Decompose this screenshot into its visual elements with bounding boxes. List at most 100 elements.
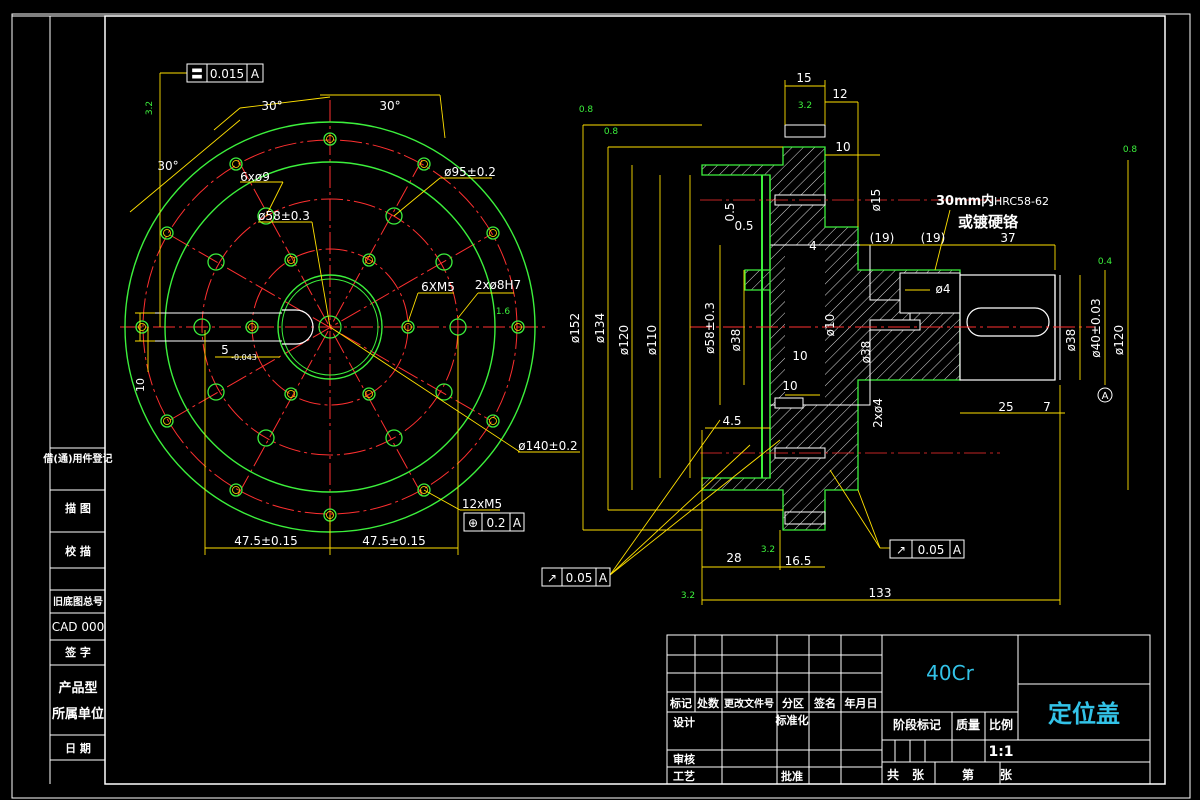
header-mark: 标记: [669, 696, 692, 710]
dim-7: 7: [1043, 400, 1051, 414]
strip-row-6: 签 字: [64, 645, 91, 659]
sheet-border: [11, 13, 1191, 799]
dim-05b: 0.5: [734, 219, 753, 233]
flatness-datum: A: [251, 67, 260, 81]
strip-row-5: CAD 000: [52, 620, 105, 634]
holes-12xm5: 12xM5: [462, 497, 502, 511]
header-sign: 签名: [813, 696, 836, 710]
left-strip: 借(通)用件登记 描 图 校 描 旧底图总号 CAD 000 签 字 产品型 所…: [12, 15, 113, 784]
dia-120a: ø120: [617, 325, 631, 355]
dim-left-47: 47.5±0.15: [234, 534, 298, 548]
angle-2: 30°: [379, 99, 400, 113]
position-value: 0.2: [486, 516, 505, 530]
section-body: [701, 146, 961, 531]
part-name: 定位盖: [1048, 700, 1120, 728]
angle-3: 30°: [157, 159, 178, 173]
holes-6x9: 6xø9: [240, 170, 270, 184]
dim-28: 28: [726, 551, 741, 565]
holes-2x8: 2xø8H7: [475, 278, 521, 292]
dim-19a: (19): [870, 231, 895, 245]
review-label: 审核: [673, 752, 695, 766]
runout-2-symbol: ↗: [896, 543, 906, 557]
dim-10c: 10: [782, 379, 797, 393]
note-line2: 或镀硬铬: [958, 213, 1019, 231]
dim-5-tol: -0.043: [231, 353, 257, 362]
roughness-08c: 0.8: [1123, 145, 1138, 155]
roughness-08a: 0.8: [579, 105, 594, 115]
roughness-2: 1.6: [496, 307, 511, 317]
runout-2-datum: A: [953, 543, 962, 557]
dia-120b: ø120: [1112, 325, 1126, 355]
roughness-32c: 3.2: [681, 591, 695, 601]
dia-152: ø152: [568, 313, 582, 343]
stage-mark-label: 阶段标记: [893, 717, 941, 732]
drawing-frame: [104, 15, 1166, 785]
dim-15: 15: [796, 71, 811, 85]
strip-row-8: 所属单位: [52, 706, 104, 722]
flatness-symbol: 〓: [191, 67, 203, 81]
standardize-label: 标准化: [775, 713, 809, 727]
dim-2x4: 2xø4: [871, 398, 885, 428]
note-line1-spec: HRC58-62: [994, 195, 1049, 208]
approve-label: 批准: [781, 769, 803, 783]
dia-58-section: ø58±0.3: [703, 302, 717, 354]
runout-1-datum: A: [599, 571, 608, 585]
holes-6xm5: 6XM5: [421, 280, 455, 294]
position-symbol: ⊕: [468, 516, 478, 530]
runout-1-symbol: ↗: [547, 571, 557, 585]
dia-95: ø95±0.2: [444, 165, 496, 179]
strip-row-4: 旧底图总号: [53, 595, 103, 608]
sheet-no-label: 第: [962, 767, 974, 782]
dim-45: 4.5: [722, 414, 741, 428]
dim-165: 16.5: [785, 554, 812, 568]
roughness-1: 3.2: [145, 101, 155, 115]
dim-133: 133: [869, 586, 892, 600]
dim-4: 4: [809, 239, 817, 253]
dia-134: ø134: [593, 313, 607, 343]
datum-a: A: [1102, 391, 1109, 402]
header-date: 年月日: [845, 696, 878, 710]
title-block-text: 标记 处数 更改文件号 分区 签名 年月日 设计 标准化 审核 工艺 批准 阶段…: [669, 661, 1120, 783]
runout-1-value: 0.05: [566, 571, 593, 585]
dia-38a: ø38: [729, 329, 743, 352]
dia-38b: ø38: [859, 341, 873, 364]
header-docno: 更改文件号: [724, 697, 774, 710]
dia-38c: ø38: [1064, 329, 1078, 352]
dim-10: 10: [134, 378, 147, 392]
strip-row-3: 校 描: [65, 544, 91, 558]
dia-40: ø40±0.03: [1089, 298, 1103, 357]
dia-140: ø140±0.2: [518, 439, 577, 453]
note-line1: 30mm内: [936, 193, 994, 209]
roughness-32a: 3.2: [798, 101, 812, 111]
section-view: ↗ 0.05 A ↗ 0.05 A A 15 12 10 ø15 0.5 0.5…: [541, 71, 1138, 605]
title-block: [666, 634, 1151, 785]
dim-25: 25: [998, 400, 1013, 414]
scale-value: 1:1: [988, 744, 1013, 760]
dia-58: ø58±0.3: [258, 209, 310, 223]
process-label: 工艺: [673, 769, 695, 783]
dim-right-47: 47.5±0.15: [362, 534, 426, 548]
dia-10: ø10: [823, 314, 837, 337]
dim-10a: 10: [835, 140, 850, 154]
runout-2-value: 0.05: [918, 543, 945, 557]
dim-5: 5: [221, 343, 229, 357]
angle-1: 30°: [261, 99, 282, 113]
front-view: 〓 0.015 A ⊕ 0.2 A 30° 30° 30° 6xø9 ø95±0…: [120, 63, 580, 555]
flatness-value: 0.015: [210, 67, 244, 81]
weight-label: 质量: [956, 717, 980, 732]
material: 40Cr: [926, 661, 974, 685]
roughness-04: 0.4: [1098, 257, 1113, 267]
dia-4: ø4: [936, 282, 951, 296]
dim-19b: (19): [921, 231, 946, 245]
dim-37: 37: [1000, 231, 1015, 245]
header-count: 处数: [696, 696, 720, 710]
sheet-unit-label: 张: [1000, 767, 1013, 782]
position-datum: A: [513, 516, 522, 530]
dim-10b: 10: [792, 349, 807, 363]
dim-05a: 0.5: [723, 202, 737, 221]
ratio-label: 比例: [989, 717, 1013, 732]
dim-12: 12: [832, 87, 847, 101]
strip-row-2: 描 图: [65, 501, 91, 515]
dia-15: ø15: [869, 189, 883, 212]
